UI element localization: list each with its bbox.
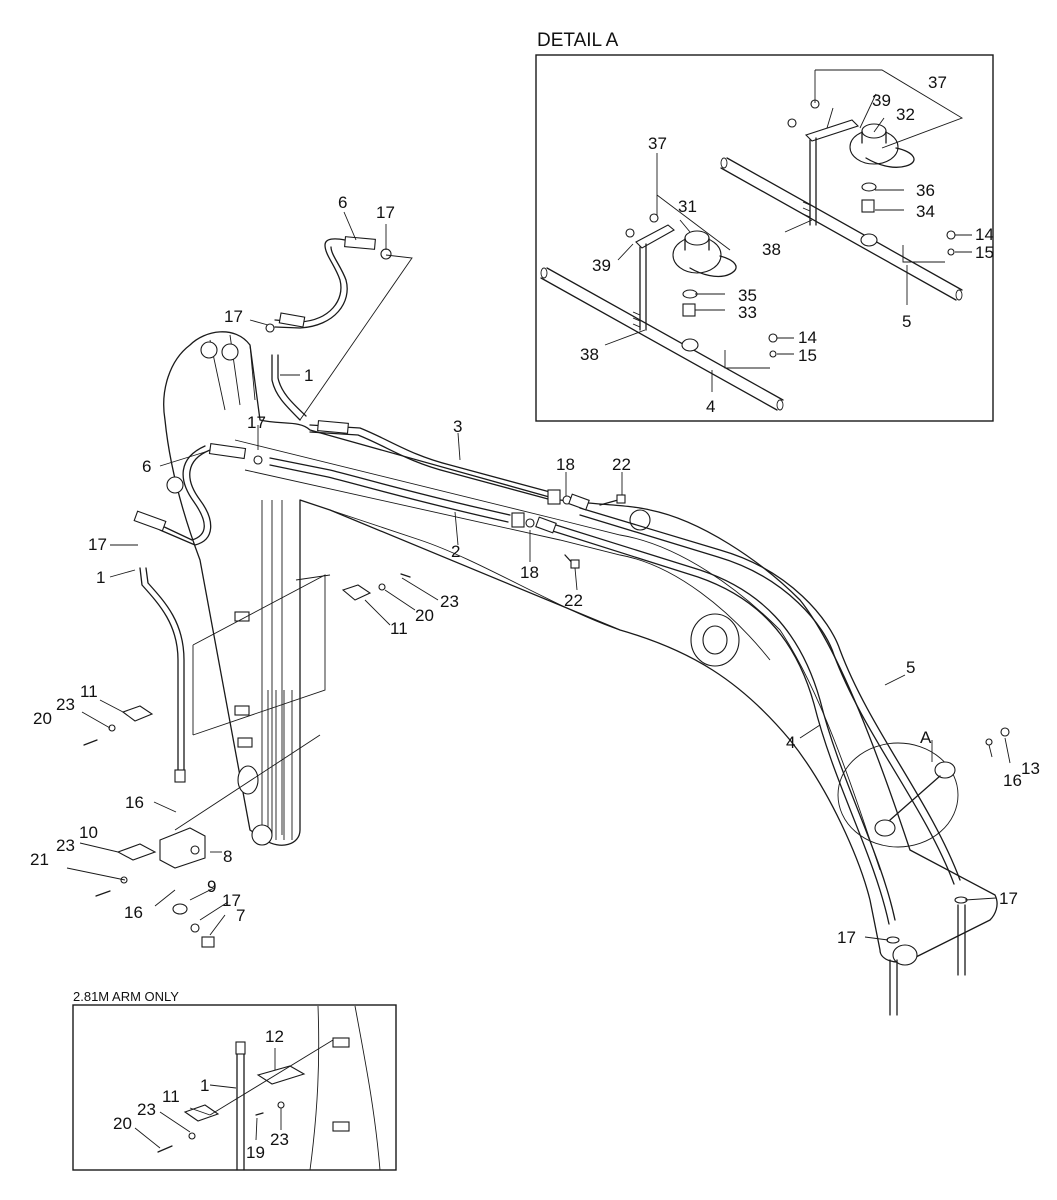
callout-17: 17 [88,535,107,554]
callout-20: 20 [113,1114,132,1133]
detail-a-frame [535,54,994,422]
callout-23: 23 [56,695,75,714]
callout-1: 1 [200,1076,209,1095]
detail-pipe-4 [540,267,784,411]
callout-14: 14 [798,328,817,347]
washer-15-right [947,248,955,256]
callout-5: 5 [902,312,911,331]
washer-14-right [946,230,956,240]
callout-8: 8 [223,847,232,866]
callout-15: 15 [798,346,817,365]
callout-10: 10 [79,823,98,842]
callout-4: 4 [706,397,715,416]
callout-20: 20 [415,606,434,625]
detail-accumulator-32 [787,99,915,247]
callout-17: 17 [837,928,856,947]
callout-17: 17 [247,413,266,432]
callout-39: 39 [592,256,611,275]
callout-5: 5 [906,658,915,677]
detail-pipe-5 [720,157,963,301]
callout-18: 18 [556,455,575,474]
callout-6: 6 [142,457,151,476]
callout-17: 17 [224,307,243,326]
callout-34: 34 [916,202,935,221]
callout-15: 15 [975,243,994,262]
callout-35: 35 [738,286,757,305]
main-labels: 6 17 17 1 17 6 3 2 17 1 18 22 18 22 23 2… [30,193,1040,947]
callout-14: 14 [975,225,994,244]
callout-1: 1 [96,568,105,587]
callout-13: 13 [1021,759,1040,778]
detail-a-marker: A [920,728,932,747]
callout-9: 9 [207,877,216,896]
callout-23: 23 [440,592,459,611]
callout-22: 22 [612,455,631,474]
callout-19: 19 [246,1143,265,1162]
callout-22: 22 [564,591,583,610]
callout-31: 31 [678,197,697,216]
washer-15-left [769,350,777,358]
callout-4: 4 [786,733,795,752]
callout-16: 16 [125,793,144,812]
callout-16: 16 [124,903,143,922]
callout-23: 23 [137,1100,156,1119]
detail-leaders [604,69,972,392]
callout-38: 38 [762,240,781,259]
callout-11: 11 [80,682,98,701]
callout-23: 23 [56,836,75,855]
callout-37: 37 [928,73,947,92]
callout-17: 17 [376,203,395,222]
inset-frame [72,1004,397,1171]
callout-11: 11 [390,619,408,638]
callout-17: 17 [999,889,1018,908]
callout-36: 36 [916,181,935,200]
washer-14-left [768,333,778,343]
main-leaders [66,211,1011,941]
flange-clamp [547,489,561,505]
callout-23: 23 [270,1130,289,1149]
detail-a-circle [837,742,959,848]
callout-20: 20 [33,709,52,728]
callout-37: 37 [648,134,667,153]
detail-accumulator-31 [625,213,737,352]
callout-3: 3 [453,417,462,436]
callout-21: 21 [30,850,49,869]
hose-lines [83,236,1010,1016]
callout-2: 2 [451,542,460,561]
callout-6: 6 [338,193,347,212]
callout-1: 1 [304,366,313,385]
detail-labels: 37 37 39 39 31 32 35 33 36 34 38 38 14 1… [580,73,994,416]
inset-title: 2.81M ARM ONLY [73,989,179,1004]
callout-16: 16 [1003,771,1022,790]
callout-17: 17 [222,891,241,910]
inset-281m-arm: 2.81M ARM ONLY 12 1 11 23 20 19 23 [72,989,397,1171]
flange-clamp [511,512,525,528]
callout-18: 18 [520,563,539,582]
detail-a-title: DETAIL A [537,30,619,51]
boom-assembly [163,331,998,966]
detail-a-panel: DETAIL A [535,30,994,422]
callout-33: 33 [738,303,757,322]
callout-39: 39 [872,91,891,110]
callout-38: 38 [580,345,599,364]
callout-11: 11 [162,1087,180,1106]
callout-7: 7 [236,906,245,925]
block-8 [159,827,206,869]
callout-32: 32 [896,105,915,124]
callout-12: 12 [265,1027,284,1046]
